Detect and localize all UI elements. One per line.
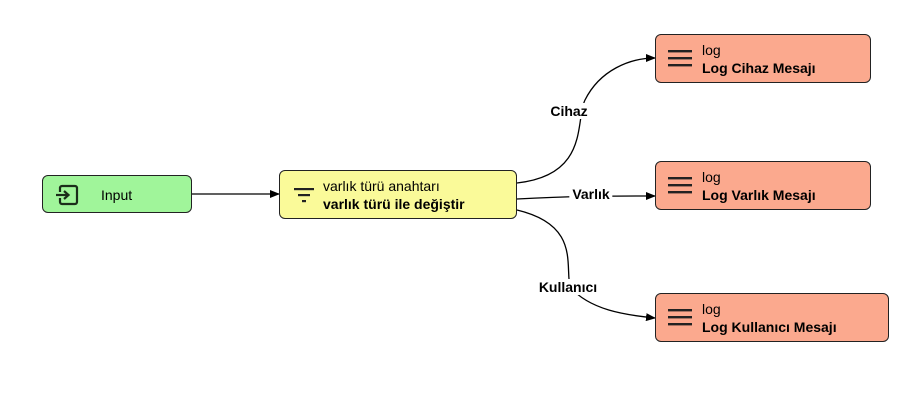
- edge-cihaz: [516, 54, 656, 184]
- input-icon: [54, 183, 80, 212]
- input-node[interactable]: Input: [42, 175, 192, 213]
- input-node-label: Input: [101, 187, 133, 203]
- log-node-type: log: [702, 42, 721, 58]
- log-node-type: log: [702, 169, 721, 185]
- log-node-cihaz[interactable]: log Log Cihaz Mesajı: [655, 34, 871, 83]
- switch-node[interactable]: varlık türü anahtarı varlık türü ile değ…: [279, 170, 517, 219]
- edge-label-kullanici: Kullanıcı: [535, 279, 601, 295]
- edge-label-varlik: Varlık: [569, 186, 613, 202]
- list-lines-icon: [667, 49, 693, 74]
- list-lines-icon: [667, 176, 693, 201]
- log-node-name: Log Cihaz Mesajı: [702, 60, 816, 76]
- switch-node-name: varlık türü ile değiştir: [323, 196, 465, 212]
- log-node-varlik[interactable]: log Log Varlık Mesajı: [655, 161, 871, 210]
- edge-label-cihaz: Cihaz: [547, 103, 591, 119]
- switch-node-type: varlık türü anahtarı: [323, 178, 440, 194]
- log-node-name: Log Varlık Mesajı: [702, 187, 816, 203]
- log-node-name: Log Kullanıcı Mesajı: [702, 319, 837, 335]
- edge-kullanici: [516, 209, 656, 322]
- log-node-kullanici[interactable]: log Log Kullanıcı Mesajı: [655, 293, 889, 342]
- list-lines-icon: [667, 308, 693, 333]
- log-node-type: log: [702, 301, 721, 317]
- filter-icon: [293, 186, 315, 209]
